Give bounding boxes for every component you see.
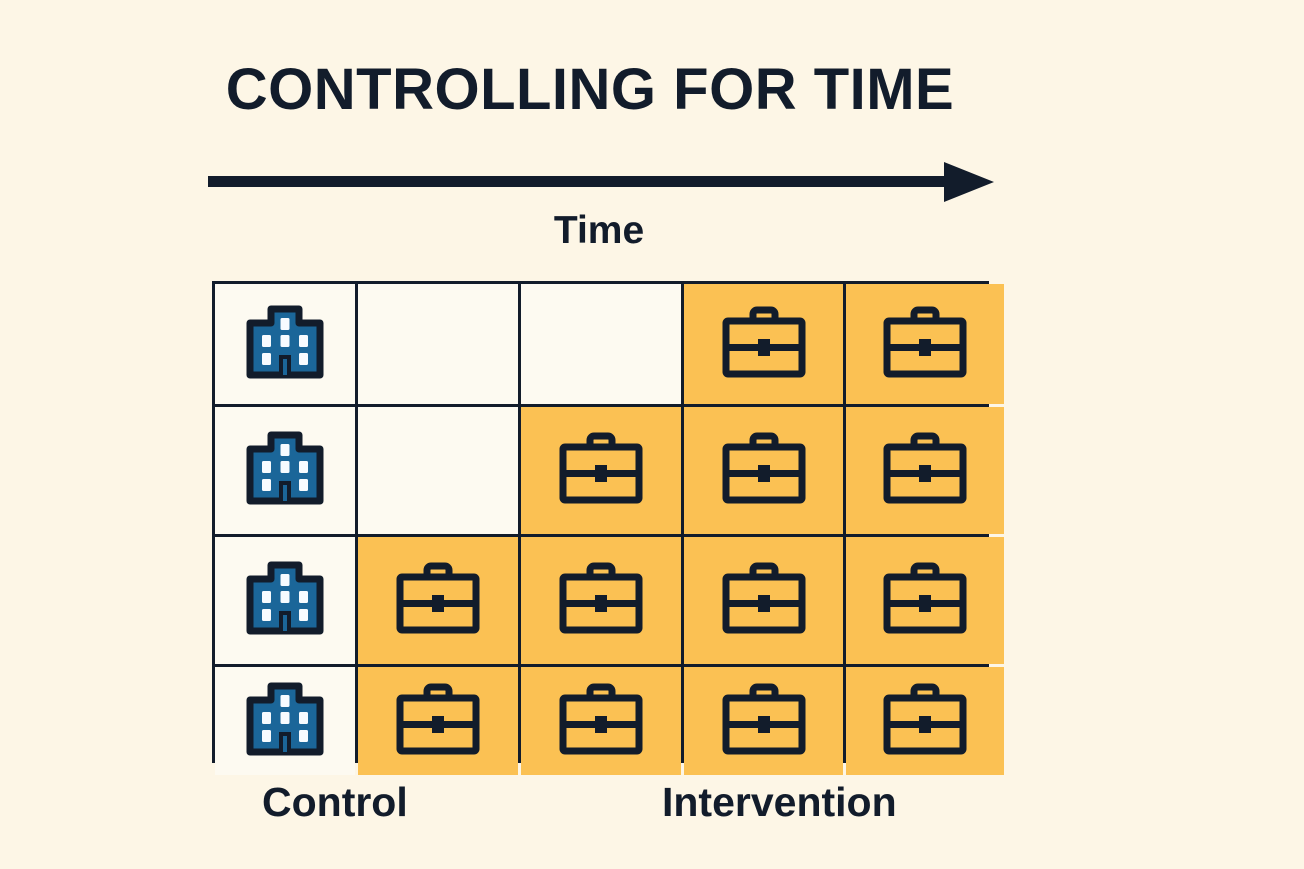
briefcase-icon	[557, 430, 645, 511]
cluster-cell-row1	[215, 284, 355, 404]
intervention-period-cell	[684, 284, 843, 404]
group-labels: Control Intervention	[212, 776, 990, 836]
building-icon	[246, 431, 324, 510]
intervention-period-cell	[358, 537, 518, 664]
time-axis-label: Time	[553, 209, 645, 252]
building-icon	[246, 305, 324, 384]
time-arrow-icon	[208, 160, 994, 204]
intervention-period-cell	[358, 667, 518, 775]
briefcase-icon	[720, 560, 808, 641]
cluster-cell-row3	[215, 537, 355, 664]
control-period-cell	[358, 407, 518, 534]
page-title: CONTROLLING FOR TIME	[225, 57, 955, 122]
intervention-period-cell	[846, 407, 1004, 534]
stepped-wedge-grid	[212, 281, 1004, 775]
intervention-period-cell	[521, 537, 681, 664]
briefcase-icon	[881, 430, 969, 511]
intervention-period-cell	[846, 667, 1004, 775]
intervention-period-cell	[521, 407, 681, 534]
briefcase-icon	[557, 560, 645, 641]
briefcase-icon	[394, 560, 482, 641]
intervention-period-cell	[684, 407, 843, 534]
building-icon	[246, 561, 324, 640]
briefcase-icon	[881, 681, 969, 762]
briefcase-icon	[720, 304, 808, 385]
intervention-period-cell	[684, 537, 843, 664]
briefcase-icon	[881, 304, 969, 385]
briefcase-icon	[557, 681, 645, 762]
cluster-cell-row4	[215, 667, 355, 775]
intervention-period-cell	[846, 537, 1004, 664]
building-icon	[246, 682, 324, 761]
briefcase-icon	[394, 681, 482, 762]
intervention-period-cell	[684, 667, 843, 775]
control-period-cell	[358, 284, 518, 404]
intervention-group-label: Intervention	[662, 779, 897, 825]
briefcase-icon	[720, 430, 808, 511]
cluster-cell-row2	[215, 407, 355, 534]
intervention-period-cell	[521, 667, 681, 775]
intervention-period-cell	[846, 284, 1004, 404]
control-period-cell	[521, 284, 681, 404]
briefcase-icon	[720, 681, 808, 762]
control-group-label: Control	[262, 779, 408, 825]
briefcase-icon	[881, 560, 969, 641]
